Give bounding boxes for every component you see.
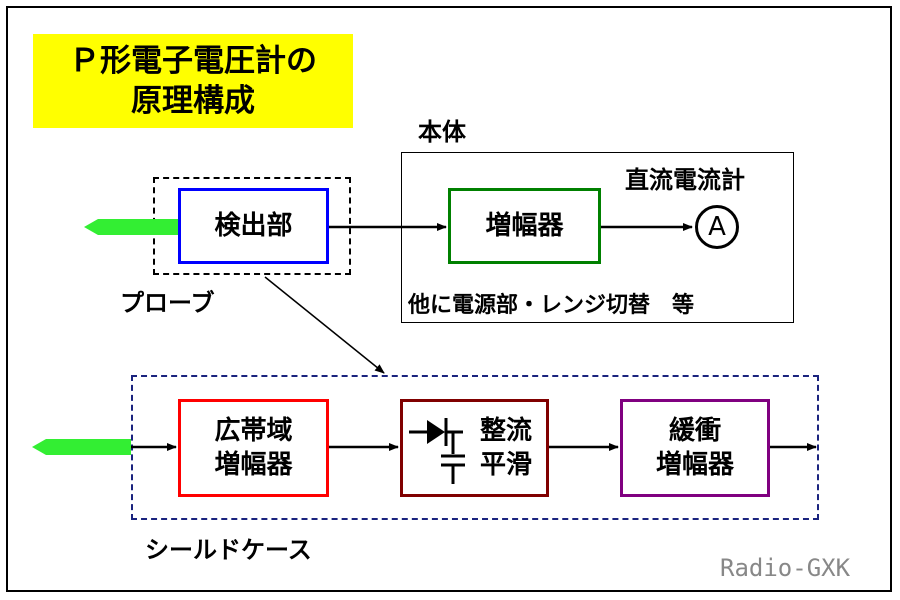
shield-case-label: シールドケース <box>145 536 312 564</box>
title-line-2: 原理構成 <box>131 83 255 119</box>
outer-frame <box>6 6 892 592</box>
amplifier-label: 増幅器 <box>485 211 564 241</box>
credit-watermark: Radio-GXK <box>720 554 851 582</box>
detector-label: 検出部 <box>214 211 293 241</box>
wideband-label-line-1: 広帯域 <box>214 416 293 446</box>
ammeter-icon: A <box>695 205 739 249</box>
buffer-label-line-1: 緩衝 <box>668 416 721 446</box>
diode-capacitor-icon <box>409 418 465 484</box>
body-label: 本体 <box>418 118 466 146</box>
body-note: 他に電源部・レンジ切替 等 <box>408 293 695 318</box>
rectifier-label-line-1: 整流 <box>479 416 532 446</box>
rectifier-label-line-2: 平滑 <box>479 450 532 480</box>
input-tip-icon <box>32 439 131 455</box>
probe-tip-icon <box>84 219 180 235</box>
body-enclosure <box>401 152 794 323</box>
wideband-amplifier-block: 広帯域 増幅器 <box>178 399 329 497</box>
probe-label: プローブ <box>120 289 215 317</box>
title-line-1: Ｐ形電子電圧計の <box>69 43 317 79</box>
buffer-amplifier-block: 緩衝 増幅器 <box>620 399 770 497</box>
rectifier-smoothing-block: 整流 平滑 <box>400 399 549 497</box>
title-box: Ｐ形電子電圧計の 原理構成 <box>33 34 353 128</box>
ammeter-symbol: A <box>708 212 726 242</box>
probe-to-shield-pointer <box>264 276 385 374</box>
meter-label: 直流電流計 <box>625 166 745 194</box>
detector-block: 検出部 <box>178 188 329 264</box>
buffer-label-line-2: 増幅器 <box>655 450 734 480</box>
amplifier-block: 増幅器 <box>448 188 601 264</box>
wideband-label-line-2: 増幅器 <box>214 450 293 480</box>
